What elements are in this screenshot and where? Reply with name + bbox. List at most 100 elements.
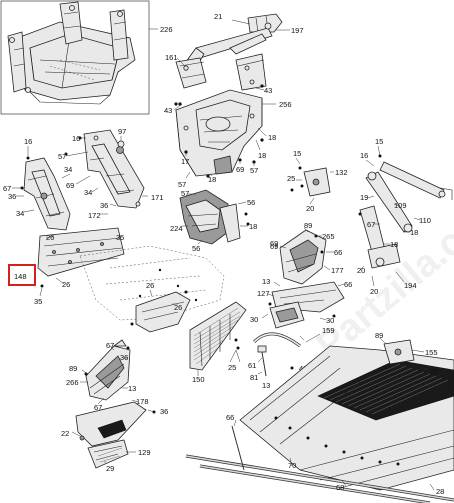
callout-20-a: 20 — [370, 287, 378, 296]
callout-18-e: 18 — [410, 228, 418, 237]
callout-68: 68 — [336, 483, 344, 492]
callout-36-c: 36 — [120, 353, 128, 362]
callout-36-a: 36 — [100, 201, 108, 210]
callout-57-d: 57 — [181, 189, 189, 198]
rear-bumper-178 — [75, 401, 147, 469]
callout-34-c: 34 — [64, 165, 72, 174]
slide-rails — [185, 425, 454, 503]
callout-67-b: 67 — [367, 220, 375, 229]
callout-13-b: 13 — [262, 381, 270, 390]
callout-36-d: 36 — [160, 407, 168, 416]
highlight-box-148 — [8, 264, 36, 286]
callout-69-a: 69 — [236, 165, 244, 174]
callout-197: 197 — [291, 26, 304, 35]
callout-34-a: 34 — [16, 209, 24, 218]
callout-15: 15 — [375, 137, 383, 146]
callout-18-c: 18 — [208, 175, 216, 184]
callout-19: 19 — [360, 193, 368, 202]
callout-256: 256 — [279, 100, 292, 109]
callout-56-b: 56 — [192, 244, 200, 253]
callout-18-b: 18 — [258, 151, 266, 160]
callout-66-b: 66 — [344, 280, 352, 289]
rear-support-266 — [85, 339, 131, 401]
callout-18-d: 18 — [249, 222, 257, 231]
belly-pan-outline — [79, 245, 225, 321]
callout-13-c: 13 — [128, 384, 136, 393]
callout-67-c: 67 — [106, 341, 114, 350]
bracket-132 — [303, 167, 331, 197]
callout-97: 97 — [118, 127, 126, 136]
callout-171: 171 — [151, 193, 164, 202]
callout-36-b: 36 — [8, 192, 16, 201]
callout-17: 17 — [181, 157, 189, 166]
callout-155: 155 — [425, 348, 438, 357]
callout-178: 178 — [136, 397, 149, 406]
callout-29: 29 — [106, 464, 114, 473]
callout-265: 265 — [322, 232, 335, 241]
callout-28: 28 — [436, 487, 444, 496]
callout-57-a: 57 — [178, 180, 186, 189]
footrest-bracket-127 — [269, 281, 345, 329]
callout-109: 109 — [394, 201, 407, 210]
callout-129: 129 — [138, 448, 151, 457]
callout-57-c: 57 — [58, 152, 66, 161]
callout-69-d: 69 — [270, 239, 278, 248]
center-floor-section — [135, 291, 191, 333]
steering-column-assembly — [175, 13, 283, 91]
callout-66-a: 66 — [334, 248, 342, 257]
callout-150: 150 — [192, 375, 205, 384]
callout-34-b: 34 — [84, 188, 92, 197]
callout-161: 161 — [165, 53, 178, 62]
front-bulkhead-256 — [175, 89, 263, 177]
callout-69-c: 69 — [270, 242, 278, 251]
callout-16-c: 16 — [360, 151, 368, 160]
callout-224: 224 — [170, 224, 183, 233]
callout-26-d: 26 — [174, 303, 182, 312]
callout-25-c: 25 — [430, 367, 438, 376]
callout-18-f: 18 — [390, 240, 398, 249]
callout-15-b: 15 — [293, 149, 301, 158]
callout-16-b: 16 — [72, 134, 80, 143]
inset-frame-226 — [0, 0, 150, 115]
front-floor-panel — [37, 227, 125, 277]
center-bracket-224 — [179, 189, 241, 245]
callout-89-c: 89 — [69, 364, 77, 373]
callout-177: 177 — [331, 266, 344, 275]
callout-132: 132 — [335, 168, 348, 177]
callout-159: 159 — [322, 326, 335, 335]
callout-43-left: 43 — [164, 106, 172, 115]
callout-20-b: 20 — [357, 266, 365, 275]
callout-30-a: 30 — [250, 315, 258, 324]
callout-20-c: 20 — [306, 204, 314, 213]
callout-13-a: 13 — [262, 277, 270, 286]
left-front-frame — [23, 157, 71, 231]
callout-89-b: 89 — [375, 331, 383, 340]
callout-172: 172 — [88, 211, 101, 220]
callout-26-a: 26 — [46, 233, 54, 242]
callout-25-a: 25 — [287, 174, 295, 183]
callout-21: 21 — [214, 12, 222, 21]
callout-226: 226 — [160, 25, 173, 34]
callout-61: 61 — [248, 361, 256, 370]
callout-26-b: 26 — [62, 280, 70, 289]
callout-81: 81 — [250, 373, 258, 382]
callout-35-a: 35 — [116, 233, 124, 242]
callout-67-a: 67 — [3, 184, 11, 193]
callout-69-b: 69 — [66, 181, 74, 190]
callout-148: 148 — [14, 272, 27, 281]
callout-18-a: 18 — [268, 133, 276, 142]
callout-266: 266 — [66, 378, 79, 387]
center-console-265 — [279, 229, 327, 285]
callout-25-b: 25 — [228, 363, 236, 372]
heat-exchanger-150 — [189, 301, 247, 371]
callout-57-b: 57 — [250, 166, 258, 175]
callout-194: 194 — [404, 281, 417, 290]
rear-arm-assembly — [359, 161, 453, 269]
callout-30-b: 30 — [326, 316, 334, 325]
callout-89-a: 89 — [304, 221, 312, 230]
callout-127: 127 — [257, 289, 270, 298]
callout-16-a: 16 — [24, 137, 32, 146]
callout-66-c: 66 — [226, 413, 234, 422]
